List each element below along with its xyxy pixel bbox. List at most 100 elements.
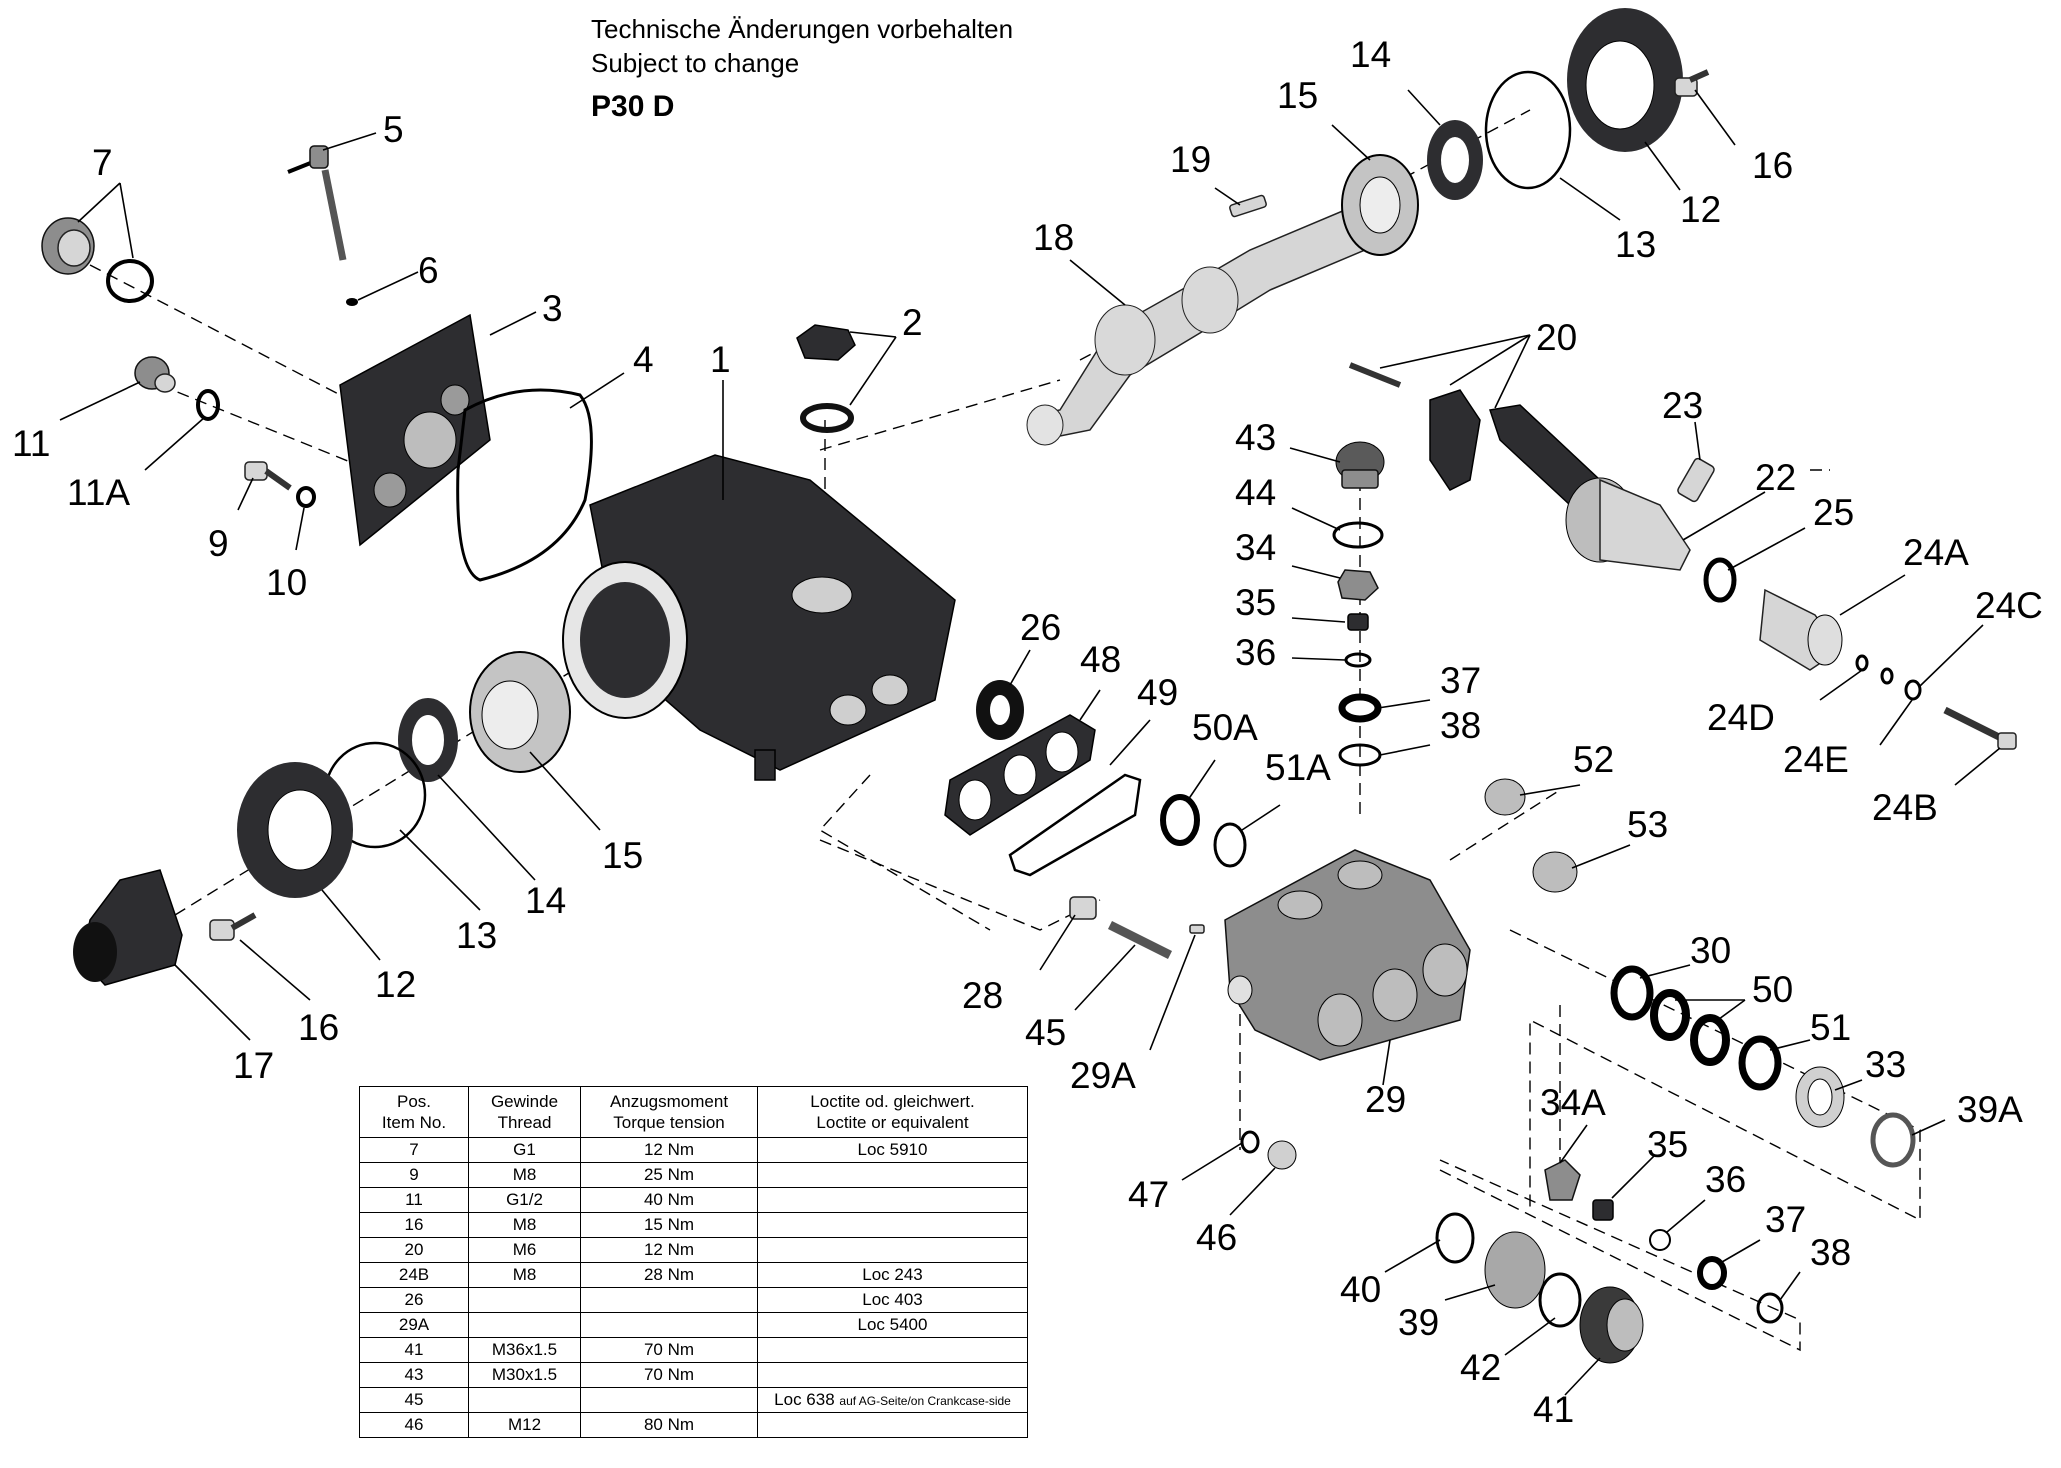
part-1-crankcase	[562, 454, 956, 781]
part-12-flange-left	[237, 762, 353, 898]
part-46-47-nut	[1240, 1130, 1297, 1170]
part-22-crosshead	[1565, 477, 1691, 571]
part-34-valve-cage	[1337, 569, 1379, 601]
part-14-seal-right	[1427, 120, 1483, 200]
callout-37-upper: 37	[1440, 660, 1481, 701]
callout-24e: 24E	[1783, 739, 1849, 780]
callout-20: 20	[1536, 317, 1577, 358]
part-25-ring	[1703, 557, 1737, 603]
header-loctite: Loctite od. gleichwert. Loctite or equiv…	[757, 1086, 1028, 1138]
cell-torque: 12 Nm	[580, 1137, 758, 1163]
cell-thread: M8	[468, 1162, 581, 1188]
cell-torque: 70 Nm	[580, 1362, 758, 1388]
part-36-washer	[1344, 652, 1372, 668]
callout-26: 26	[1020, 607, 1061, 648]
callout-36-lower: 36	[1705, 1159, 1746, 1200]
cell-pos: 16	[359, 1212, 469, 1238]
callout-44: 44	[1235, 472, 1276, 513]
part-24-cde-washers	[1855, 654, 1922, 701]
cell-pos: 45	[359, 1387, 469, 1413]
callout-13-left: 13	[456, 915, 497, 956]
part-48-seal-plate	[944, 714, 1096, 836]
callout-10: 10	[266, 562, 307, 603]
callout-12-left: 12	[375, 964, 416, 1005]
cell-loctite: Loc 403	[757, 1287, 1028, 1313]
part-12-flange-right	[1567, 8, 1683, 152]
callout-11: 11	[12, 423, 50, 464]
callout-51: 51	[1810, 1007, 1851, 1048]
part-23-pin	[1677, 457, 1715, 503]
callout-13-right: 13	[1615, 224, 1656, 265]
part-16-screw-right	[1674, 69, 1710, 97]
part-20-connecting-rod	[1348, 362, 1601, 511]
callout-47: 47	[1128, 1174, 1169, 1215]
change-note-de: Technische Änderungen vorbehalten	[591, 14, 1014, 44]
callout-33: 33	[1865, 1044, 1906, 1085]
cell-loctite	[757, 1362, 1028, 1388]
callout-15-right: 15	[1277, 75, 1318, 116]
callout-39: 39	[1398, 1302, 1439, 1343]
callout-2: 2	[902, 302, 923, 343]
callout-51a: 51A	[1265, 747, 1331, 788]
header-thread: Gewinde Thread	[468, 1086, 581, 1138]
header-notes: Technische Änderungen vorbehalten Subjec…	[591, 12, 1013, 124]
cell-thread	[468, 1387, 581, 1413]
loctite-value: Loc 5910	[857, 1140, 928, 1159]
cell-thread: G1/2	[468, 1187, 581, 1213]
callout-11a: 11A	[67, 472, 130, 513]
callout-29: 29	[1365, 1079, 1406, 1120]
callout-7: 7	[92, 142, 113, 183]
callout-17: 17	[233, 1045, 274, 1086]
cell-pos: 11	[359, 1187, 469, 1213]
torque-spec-table: Pos. Item No. Gewinde Thread Anzugsmomen…	[359, 1086, 1028, 1438]
part-26-seal	[976, 680, 1024, 740]
cell-torque: 70 Nm	[580, 1337, 758, 1363]
part-39a-ring	[1870, 1112, 1916, 1168]
part-3-cover	[339, 313, 491, 547]
callout-29a: 29A	[1070, 1055, 1136, 1096]
part-15-bearing-left	[469, 651, 571, 773]
callout-36-upper: 36	[1235, 632, 1276, 673]
part-5-dipstick	[287, 145, 358, 306]
callout-16-right: 16	[1752, 145, 1793, 186]
callout-40: 40	[1340, 1269, 1381, 1310]
callout-50: 50	[1752, 969, 1793, 1010]
callout-5: 5	[383, 109, 404, 150]
cell-torque: 12 Nm	[580, 1237, 758, 1263]
part-2-plug	[796, 324, 856, 433]
part-52-53-plugs	[1484, 778, 1578, 893]
loctite-note: auf AG-Seite/on Crankcase-side	[839, 1394, 1011, 1408]
cell-pos: 24B	[359, 1262, 469, 1288]
part-30-50-51-rings	[1610, 965, 1782, 1091]
part-19-key	[1229, 194, 1267, 218]
part-7-plug	[41, 217, 154, 303]
cell-torque	[580, 1287, 758, 1313]
callout-53: 53	[1627, 804, 1668, 845]
callout-6: 6	[418, 250, 439, 291]
table-header-row: Pos. Item No. Gewinde Thread Anzugsmomen…	[359, 1086, 1028, 1138]
change-note-en: Subject to change	[591, 48, 800, 78]
part-9-10-screw	[244, 461, 316, 508]
cell-thread: M36x1.5	[468, 1337, 581, 1363]
callout-1: 1	[710, 339, 731, 380]
cell-thread: M8	[468, 1262, 581, 1288]
part-33-sleeve	[1795, 1066, 1845, 1128]
callout-43: 43	[1235, 417, 1276, 458]
callout-28: 28	[962, 975, 1003, 1016]
callout-52: 52	[1573, 739, 1614, 780]
header-pos: Pos. Item No.	[359, 1086, 469, 1138]
part-17-cap	[73, 869, 183, 986]
cell-thread: M30x1.5	[468, 1362, 581, 1388]
callout-49: 49	[1137, 672, 1178, 713]
part-29-manifold	[1224, 849, 1471, 1061]
callout-12-right: 12	[1680, 189, 1721, 230]
part-16-screw-left	[209, 912, 257, 941]
part-4-gasket	[456, 388, 593, 582]
callout-23: 23	[1662, 385, 1703, 426]
